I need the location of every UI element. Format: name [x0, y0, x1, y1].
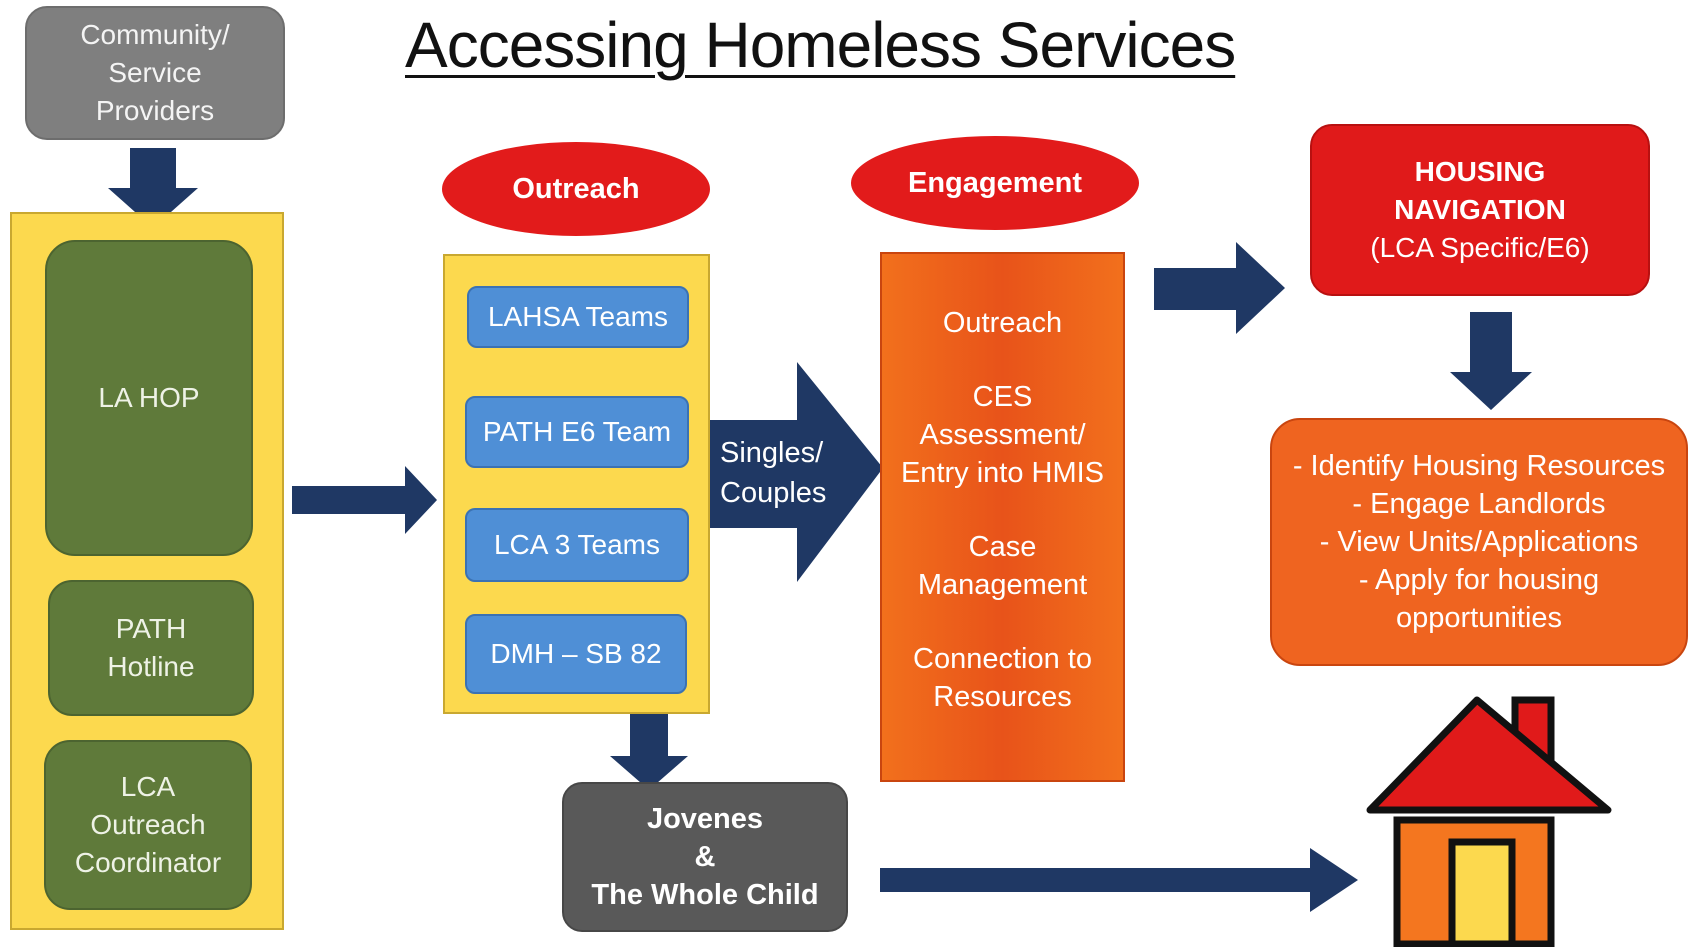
arrow-right-to-house: [880, 848, 1358, 912]
engagement-connection-line2: Resources: [933, 681, 1072, 713]
engagement-header: Engagement: [851, 136, 1139, 230]
engagement-item-connection: Connection to Resources: [913, 640, 1092, 716]
couples-label: Couples: [720, 477, 827, 509]
house-icon: [1366, 696, 1612, 947]
page-title: Accessing Homeless Services: [405, 9, 1236, 81]
community-providers-box: Community/ Service Providers: [25, 6, 285, 140]
jovenes-line3: The Whole Child: [591, 879, 819, 911]
housing-navigation-box: HOUSING NAVIGATION (LCA Specific/E6): [1310, 124, 1650, 296]
engagement-item-ces: CES Assessment/ Entry into HMIS: [901, 378, 1104, 492]
housing-step-2: - Engage Landlords: [1352, 488, 1606, 520]
arrow-down-community: [108, 148, 198, 228]
housing-step-5: opportunities: [1395, 602, 1563, 634]
lca-coordinator-line1: LCA: [120, 771, 176, 802]
engagement-ces-line1: CES: [972, 381, 1033, 413]
engagement-panel: Outreach CES Assessment/ Entry into HMIS…: [880, 252, 1125, 782]
outreach-header-label: Outreach: [512, 172, 640, 205]
community-line3: Providers: [95, 95, 215, 126]
community-line1: Community/: [80, 19, 230, 50]
jovenes-box: Jovenes & The Whole Child: [562, 782, 848, 932]
la-hop-box: LA HOP: [45, 240, 253, 556]
team-path-e6: PATH E6 Team: [465, 396, 689, 468]
housing-nav-line2: NAVIGATION: [1394, 194, 1566, 225]
housing-nav-line1: HOUSING: [1414, 156, 1546, 187]
jovenes-line1: Jovenes: [646, 803, 764, 835]
team-dmh-sb82: DMH – SB 82: [465, 614, 687, 694]
housing-step-4: - Apply for housing: [1358, 564, 1600, 596]
path-hotline-box: PATH Hotline: [48, 580, 254, 716]
engagement-ces-line2: Assessment/: [919, 419, 1086, 451]
arrow-down-to-steps: [1450, 312, 1532, 410]
team-path-e6-label: PATH E6 Team: [482, 416, 672, 447]
path-hotline-line1: PATH: [115, 613, 187, 644]
housing-nav-line3: (LCA Specific/E6): [1370, 232, 1590, 263]
engagement-item-outreach: Outreach: [943, 304, 1062, 342]
engagement-outreach-line1: Outreach: [942, 307, 1063, 339]
arrow-singles-couples: [707, 362, 883, 582]
singles-label: Singles/: [720, 437, 824, 469]
arrow-right-to-outreach: [292, 466, 437, 534]
lca-outreach-coordinator-box: LCA Outreach Coordinator: [44, 740, 252, 910]
path-hotline-line2: Hotline: [107, 651, 195, 682]
la-hop-label: LA HOP: [98, 382, 200, 413]
housing-step-3: - View Units/Applications: [1319, 526, 1639, 558]
arrow-down-to-jovenes: [610, 708, 688, 790]
housing-step-1: - Identify Housing Resources: [1292, 450, 1666, 482]
team-lca-3: LCA 3 Teams: [465, 508, 689, 582]
team-dmh-sb82-label: DMH – SB 82: [490, 638, 662, 669]
housing-steps-box: - Identify Housing Resources - Engage La…: [1270, 418, 1688, 666]
engagement-item-case-management: Case Management: [918, 528, 1087, 604]
jovenes-line2: &: [694, 841, 716, 873]
lca-coordinator-line3: Coordinator: [74, 847, 222, 878]
engagement-connection-line1: Connection to: [913, 643, 1092, 675]
community-line2: Service: [108, 57, 202, 88]
lca-coordinator-line2: Outreach: [90, 809, 206, 840]
outreach-header: Outreach: [442, 142, 710, 236]
arrow-right-to-navigation: [1154, 242, 1285, 334]
engagement-case-line2: Management: [917, 569, 1088, 601]
engagement-ces-line3: Entry into HMIS: [900, 457, 1105, 489]
team-lca-3-label: LCA 3 Teams: [493, 529, 661, 560]
singles-couples-label: Singles/ Couples: [720, 433, 826, 513]
team-lahsa-label: LAHSA Teams: [487, 301, 669, 332]
engagement-header-label: Engagement: [907, 166, 1083, 199]
team-lahsa: LAHSA Teams: [467, 286, 689, 348]
engagement-case-line1: Case: [968, 531, 1037, 563]
